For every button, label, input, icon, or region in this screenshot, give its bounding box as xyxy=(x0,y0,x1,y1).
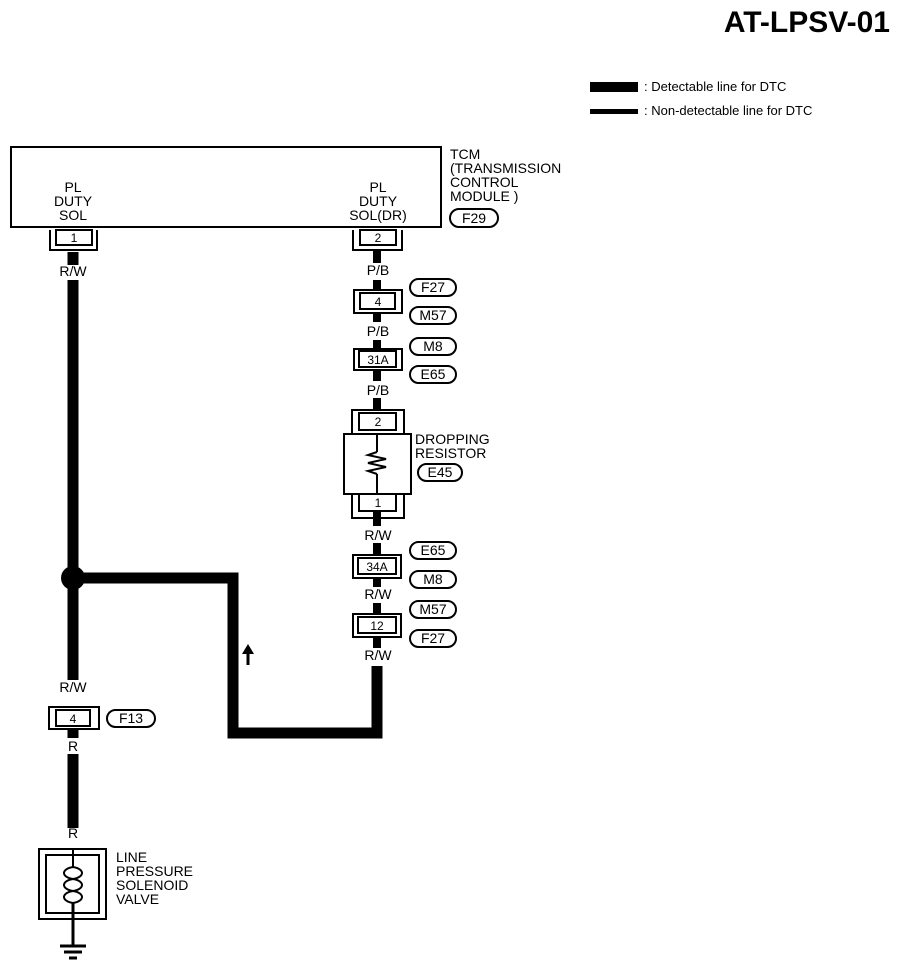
connector-f27-m57-tag-1: F27 xyxy=(421,279,445,295)
solenoid-label-3: SOLENOID xyxy=(116,877,188,893)
connector-tcm-pin-2-label: 2 xyxy=(375,231,382,245)
connector-e65-m8-tag-2: M8 xyxy=(423,571,443,587)
dropping-resistor-pin-top: 2 xyxy=(375,415,382,429)
solenoid-label-4: VALVE xyxy=(116,891,159,907)
tcm-label-2: (TRANSMISSION xyxy=(450,160,561,176)
connector-f13-pin: 4 xyxy=(70,712,77,726)
dropping-resistor-label-2: RESISTOR xyxy=(415,445,486,461)
pl-duty-sol-dr-label-3: SOL(DR) xyxy=(349,207,407,223)
pl-duty-sol-dr-label-1: PL xyxy=(369,179,386,195)
direction-arrow-icon xyxy=(242,644,254,665)
wire-label-right-rw-3: R/W xyxy=(364,647,392,663)
legend-non-detectable-text: : Non-detectable line for DTC xyxy=(644,103,812,118)
legend-detectable-text: : Detectable line for DTC xyxy=(644,79,786,94)
connector-tcm-pin-2: 2 xyxy=(352,229,403,251)
wire-label-left-r-1: R xyxy=(68,738,78,754)
junction-dot xyxy=(61,566,85,590)
solenoid-label-1: LINE xyxy=(116,849,147,865)
legend-detectable-swatch xyxy=(590,82,638,92)
resistor-zigzag-icon xyxy=(364,451,387,475)
connector-e65-m8-pin: 34A xyxy=(366,560,387,574)
connector-f13: 4 F13 xyxy=(48,706,156,730)
connector-m57-f27-pin: 12 xyxy=(370,619,384,633)
wire-label-right-pb-1: P/B xyxy=(367,262,390,278)
tcm-label-1: TCM xyxy=(450,146,480,162)
connector-m8-e65: 31A M8 E65 xyxy=(353,337,457,384)
pl-duty-sol-label-1: PL xyxy=(64,179,81,195)
solenoid-coil-icon xyxy=(63,866,83,904)
wires xyxy=(67,250,383,828)
connector-m8-e65-tag-1: M8 xyxy=(423,338,443,354)
tcm-connector-text: F29 xyxy=(462,210,486,226)
dropping-resistor-pin-bottom: 1 xyxy=(375,496,382,510)
pl-duty-sol-label-2: DUTY xyxy=(54,193,93,209)
wire-label-right-rw-1: R/W xyxy=(364,527,392,543)
wire-label-left-rw-top: R/W xyxy=(59,263,87,279)
wire-label-right-pb-2: P/B xyxy=(367,323,390,339)
tcm-label-3: CONTROL xyxy=(450,174,519,190)
connector-e65-m8: 34A E65 M8 xyxy=(352,541,457,589)
diagram-title: AT-LPSV-01 xyxy=(724,6,890,39)
connector-m57-f27-tag-2: F27 xyxy=(421,630,445,646)
tcm-connector-badge xyxy=(449,208,499,228)
wire-label-left-rw-mid: R/W xyxy=(59,679,87,695)
dropping-resistor-label-1: DROPPING xyxy=(415,431,490,447)
wire-return-loop xyxy=(73,572,383,739)
line-pressure-solenoid: LINE PRESSURE SOLENOID VALVE xyxy=(38,848,193,945)
wire-label-right-rw-2: R/W xyxy=(364,586,392,602)
connector-tcm-pin-1-label: 1 xyxy=(71,231,78,245)
tcm-module: TCM (TRANSMISSION CONTROL MODULE ) F29 P… xyxy=(10,146,561,228)
connector-m57-f27-tag-1: M57 xyxy=(419,601,446,617)
solenoid-label-2: PRESSURE xyxy=(116,863,193,879)
pl-duty-sol-dr-label-2: DUTY xyxy=(359,193,398,209)
dropping-resistor-connector: E45 xyxy=(428,464,453,480)
wire-label-left-r-2: R xyxy=(68,825,78,841)
connector-e65-m8-tag-1: E65 xyxy=(421,542,446,558)
legend: : Detectable line for DTC : Non-detectab… xyxy=(590,79,812,118)
connector-f27-m57-tag-2: M57 xyxy=(419,307,446,323)
wire-label-right-pb-3: P/B xyxy=(367,382,390,398)
legend-non-detectable-swatch xyxy=(590,109,638,114)
connector-f27-m57-pin: 4 xyxy=(375,295,382,309)
connector-f27-m57: 4 F27 M57 xyxy=(353,278,457,325)
dropping-resistor: 2 1 DROPPING RESISTOR E45 xyxy=(343,409,490,519)
connector-tcm-pin-1: 1 xyxy=(49,229,98,251)
connector-m8-e65-tag-2: E65 xyxy=(421,366,446,382)
connector-f13-tag: F13 xyxy=(119,710,143,726)
tcm-label-4: MODULE ) xyxy=(450,188,518,204)
pl-duty-sol-label-3: SOL xyxy=(59,207,87,223)
connector-m8-e65-pin: 31A xyxy=(367,353,388,367)
ground-icon xyxy=(60,944,86,960)
connector-m57-f27: 12 M57 F27 xyxy=(352,600,457,648)
tcm-box xyxy=(10,146,442,228)
